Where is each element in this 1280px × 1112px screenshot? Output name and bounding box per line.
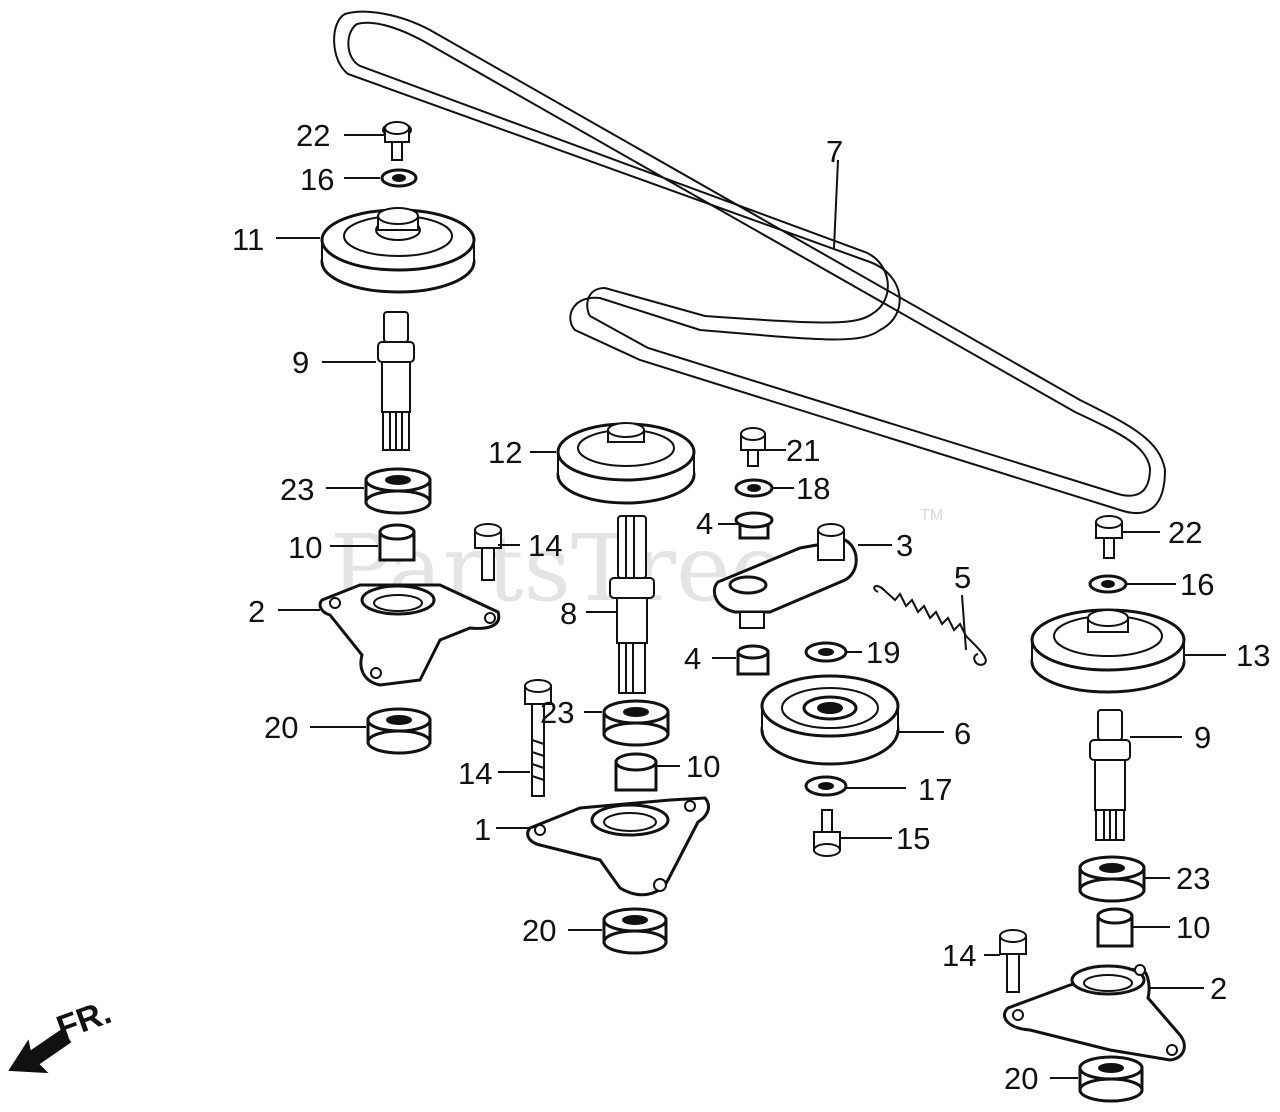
callout-5: 5 [954, 560, 971, 595]
bushing-4-upper [734, 511, 774, 540]
callout-14: 14 [458, 756, 492, 791]
washer-19 [804, 641, 848, 663]
bolt-21 [740, 427, 766, 467]
bolt-22-left [382, 121, 412, 161]
shaft-9-left [377, 311, 415, 451]
callout-14: 14 [942, 938, 976, 973]
callout-23: 23 [280, 472, 314, 507]
bearing-20-right [1078, 1055, 1144, 1103]
callout-20: 20 [264, 710, 298, 745]
spacer-10-left [378, 523, 416, 562]
callout-15: 15 [896, 821, 930, 856]
bearing-23-right [1078, 855, 1146, 903]
callout-8: 8 [560, 596, 577, 631]
callout-7: 7 [826, 134, 843, 169]
shaft-8 [609, 515, 655, 694]
callout-20: 20 [1004, 1061, 1038, 1096]
bolt-14-center [524, 679, 552, 797]
callout-22: 22 [296, 118, 330, 153]
callout-21: 21 [786, 433, 820, 468]
bearing-20-center [602, 907, 668, 955]
callout-23: 23 [1176, 861, 1210, 896]
callout-11: 11 [232, 222, 264, 257]
callout-16: 16 [1180, 567, 1214, 602]
callout-3: 3 [896, 528, 913, 563]
callout-13: 13 [1236, 638, 1270, 673]
callout-9: 9 [292, 345, 309, 380]
bearing-20-left [366, 707, 432, 755]
washer-18 [734, 478, 774, 498]
callout-10: 10 [686, 749, 720, 784]
idler-pulley-6 [760, 674, 900, 766]
bolt-14-left [474, 523, 502, 581]
housing-2-right [1003, 964, 1186, 1062]
pulley-13 [1030, 608, 1186, 694]
pulley-12 [556, 422, 696, 505]
bushing-4-lower [736, 644, 770, 676]
housing-1 [526, 796, 710, 897]
callout-10: 10 [288, 530, 322, 565]
watermark-trademark: TM [920, 507, 943, 524]
washer-17 [804, 775, 848, 797]
callout-14: 14 [528, 528, 562, 563]
bearing-23-left [364, 467, 432, 515]
pulley-11 [320, 207, 476, 294]
callout-18: 18 [796, 471, 830, 506]
spring-5 [873, 585, 987, 666]
idler-arm-3 [712, 523, 858, 629]
callout-12: 12 [488, 435, 522, 470]
housing-2-left [318, 583, 501, 687]
front-direction-arrow [8, 1028, 72, 1074]
callout-1: 1 [474, 812, 491, 847]
callout-10: 10 [1176, 910, 1210, 945]
belt-7 [333, 10, 1167, 515]
shaft-9-right [1089, 709, 1131, 841]
callout-2: 2 [248, 594, 265, 629]
callout-9: 9 [1194, 720, 1211, 755]
callout-2: 2 [1210, 971, 1227, 1006]
bolt-15 [813, 809, 841, 857]
spacer-10-center [614, 752, 658, 792]
washer-16-right [1088, 574, 1128, 594]
washer-16-left [380, 168, 418, 188]
bearing-23-center [602, 699, 670, 747]
callout-6: 6 [954, 716, 971, 751]
bolt-14-right [999, 929, 1027, 993]
spacer-10-right [1096, 907, 1134, 948]
bolt-22-right [1095, 515, 1123, 559]
front-direction-label: FR. [52, 993, 116, 1047]
callout-16: 16 [300, 162, 334, 197]
leader-lines [276, 134, 1226, 1079]
callout-20: 20 [522, 913, 556, 948]
callout-4: 4 [684, 641, 701, 676]
callout-23: 23 [540, 695, 574, 730]
callout-17: 17 [918, 772, 952, 807]
callout-22: 22 [1168, 515, 1202, 550]
callout-4: 4 [696, 506, 713, 541]
callout-19: 19 [866, 635, 900, 670]
